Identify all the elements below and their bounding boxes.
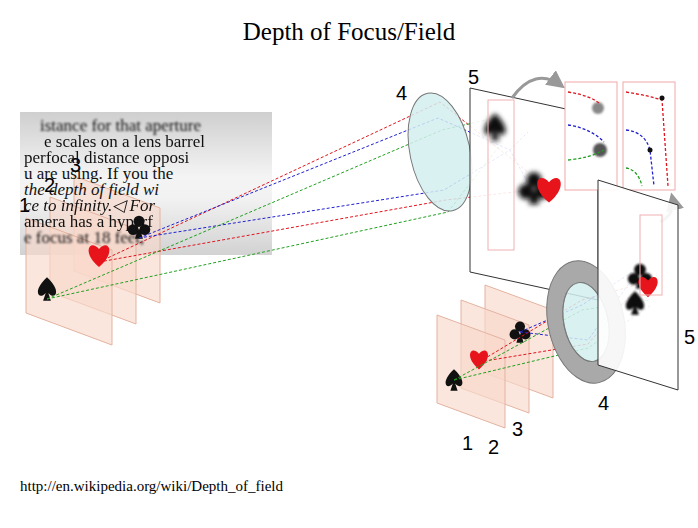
photo-text: amera has a hyperf [24, 214, 153, 230]
callout-number: 4 [598, 392, 609, 414]
zoom-region [640, 215, 662, 295]
zoom-arrow [512, 78, 562, 98]
blurred-text-photo [20, 112, 272, 255]
zoom-region [488, 100, 514, 250]
callout-number: 2 [488, 436, 499, 458]
photo-text: u are using. If you the [24, 166, 173, 182]
callout-number: 5 [468, 66, 479, 88]
photo-text: perfocal distance opposi [24, 150, 189, 166]
lens [398, 87, 482, 217]
callout-number: 3 [512, 418, 523, 440]
photo-text: istance for that aperture [40, 118, 201, 134]
photo-text: ce to infinity.◁ For [24, 198, 155, 214]
callout-number: 1 [462, 432, 473, 454]
photo-text: the depth of field wi [24, 182, 159, 198]
sharp-heart [537, 178, 561, 203]
heart-symbol [470, 351, 488, 370]
zoom-insets [565, 82, 675, 190]
source-url: http://en.wikipedia.org/wiki/Depth_of_fi… [20, 478, 283, 495]
object-planes [437, 285, 553, 428]
photo-text: e focus at 18 feet, [24, 230, 144, 246]
slide-title: Depth of Focus/Field [0, 18, 698, 46]
callout-number: 4 [396, 82, 407, 104]
photo-text: e scales on a lens barrel [44, 134, 205, 150]
image-plane [598, 180, 678, 390]
heart-symbol [89, 245, 110, 267]
heart-image [638, 277, 657, 297]
callout-number: 5 [684, 326, 695, 348]
